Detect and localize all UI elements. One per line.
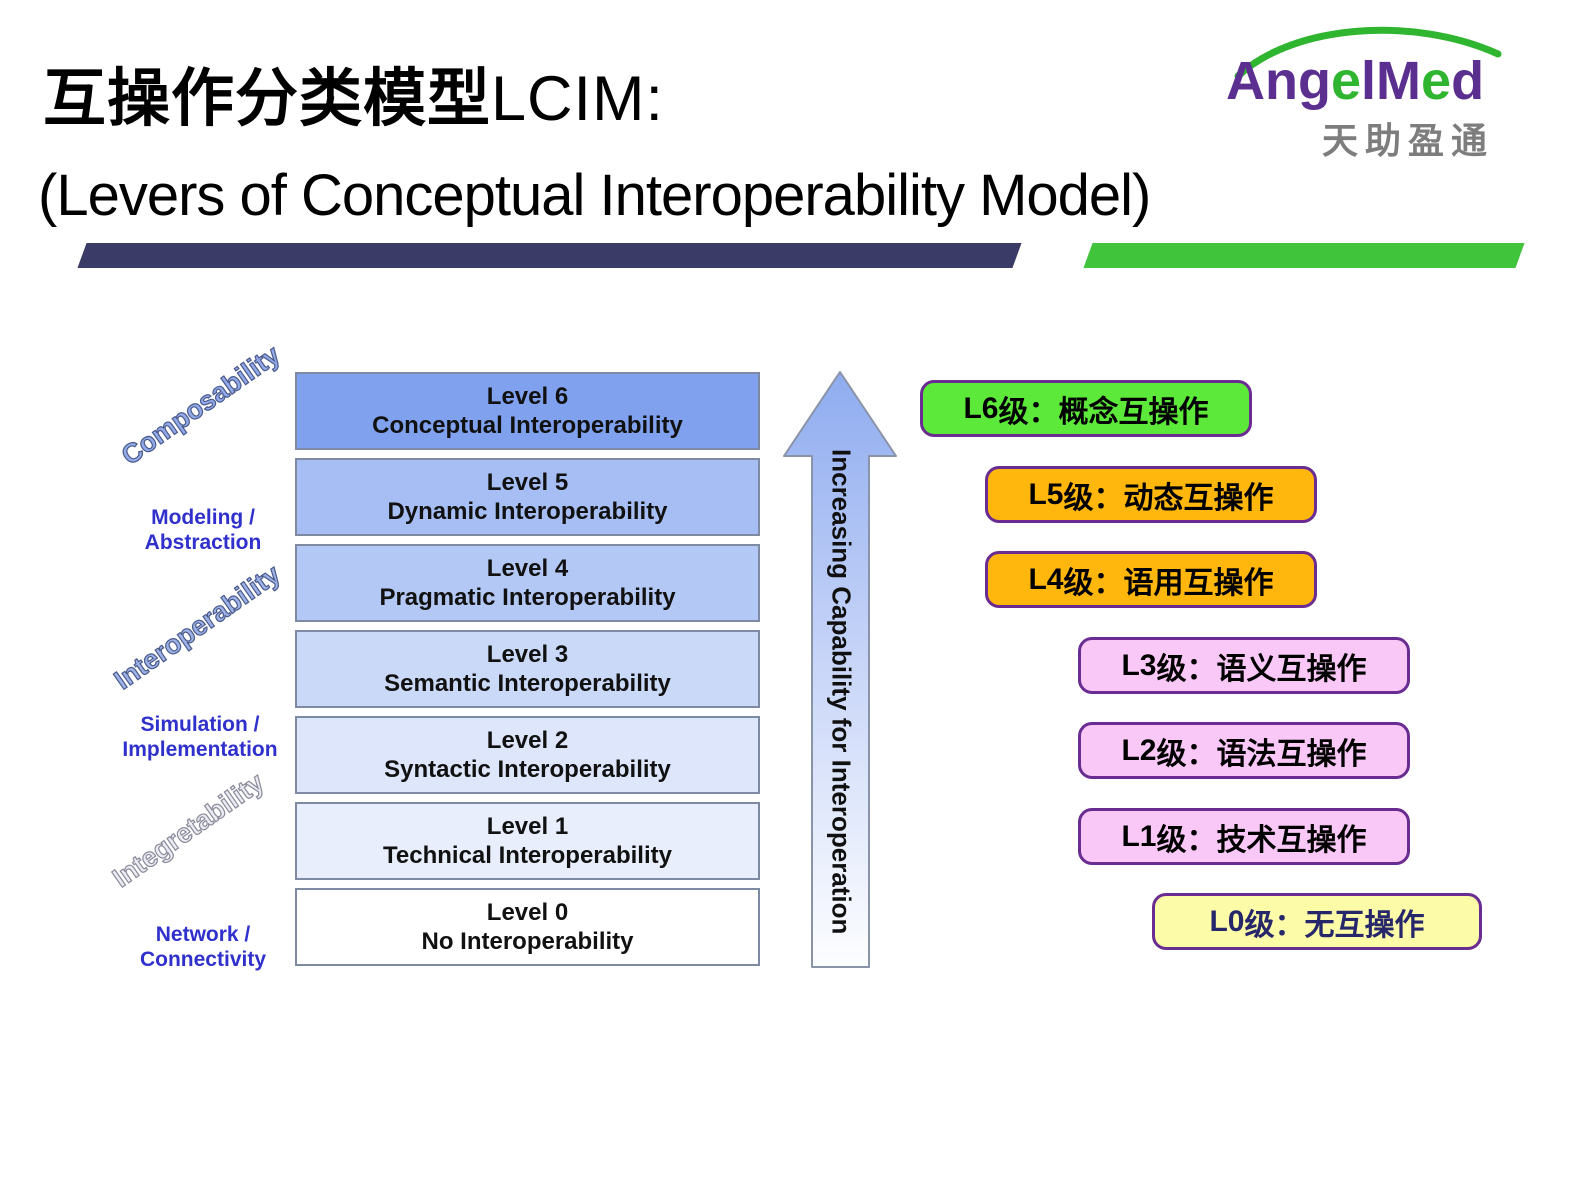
tag-text: 级：动态互操作 (1063, 481, 1274, 515)
label-line: Network / (155, 923, 251, 946)
logo-part-e-icon: e (1330, 51, 1362, 111)
tag-text: 级：语用互操作 (1063, 566, 1274, 600)
label-simulation-implementation: Simulation / Implementation (95, 712, 305, 762)
logo-part: lM (1361, 51, 1422, 111)
level-box-1: Level 1 Technical Interoperability (295, 802, 760, 880)
label-modeling-abstraction: Modeling / Abstraction (98, 505, 308, 555)
tag-text: 级：概念互操作 (998, 395, 1209, 429)
logo-part: Ang (1226, 51, 1331, 111)
label-line: Modeling / (151, 506, 255, 529)
divider-bar-navy (77, 243, 1022, 268)
logo-wordmark: AngelMed (1226, 50, 1484, 112)
tag-level: L1 (1121, 819, 1157, 853)
tag-level: L2 (1121, 733, 1157, 767)
label-line: Simulation / (140, 713, 260, 736)
tag-level: L3 (1121, 648, 1157, 682)
level-subtitle: No Interoperability (421, 928, 634, 955)
level-subtitle: Pragmatic Interoperability (379, 584, 676, 611)
tag-text: 级：无互操作 (1244, 908, 1425, 942)
level-title: Level 1 (486, 813, 569, 840)
angelmed-logo: AngelMed 天助盈通 (1222, 16, 1522, 161)
tag-level: L0 (1209, 904, 1245, 938)
level-title: Level 2 (486, 727, 569, 754)
page-subtitle: (Levers of Conceptual Interoperability M… (38, 163, 1151, 228)
level-title: Level 5 (486, 469, 569, 496)
label-line: Connectivity (139, 948, 267, 971)
level-title: Level 3 (486, 641, 569, 668)
tag-text: 级：技术互操作 (1156, 823, 1367, 857)
tag-level: L6 (963, 391, 999, 425)
tag-level: L4 (1028, 562, 1064, 596)
level-box-0: Level 0 No Interoperability (295, 888, 760, 966)
tag-text: 级：语法互操作 (1156, 737, 1367, 771)
level-box-5: Level 5 Dynamic Interoperability (295, 458, 760, 536)
level-box-3: Level 3 Semantic Interoperability (295, 630, 760, 708)
level-subtitle: Dynamic Interoperability (387, 498, 668, 525)
logo-part: d (1451, 51, 1485, 111)
page-title-zh: 互操作分类模型 (43, 64, 491, 134)
logo-chinese-name: 天助盈通 (1322, 120, 1495, 161)
tag-level: L5 (1028, 477, 1064, 511)
level-box-6: Level 6 Conceptual Interoperability (295, 372, 760, 450)
label-interoperability: Interoperability (108, 558, 286, 696)
level-title: Level 6 (486, 383, 569, 410)
arrow-label: Increasing Capability for Interoperation (826, 448, 857, 935)
level-title: Level 4 (486, 555, 569, 582)
logo-arc-icon (1234, 26, 1502, 80)
level-subtitle: Conceptual Interoperability (372, 412, 683, 439)
logo-part-e-icon: e (1421, 51, 1452, 111)
label-line: Implementation (122, 738, 278, 761)
page-title: 互操作分类模型LCIM: (43, 48, 664, 139)
label-line: Abstraction (144, 531, 262, 554)
label-network-connectivity: Network / Connectivity (98, 922, 308, 972)
label-composability: Composability (115, 339, 286, 471)
level-title: Level 0 (486, 899, 569, 926)
level-subtitle: Syntactic Interoperability (384, 756, 671, 783)
level-subtitle: Semantic Interoperability (384, 670, 671, 697)
tag-text: 级：语义互操作 (1156, 652, 1367, 686)
divider-bar-green (1083, 243, 1525, 268)
label-integretability: Integretability (107, 766, 270, 894)
level-box-2: Level 2 Syntactic Interoperability (295, 716, 760, 794)
increasing-capability-arrow-icon (783, 371, 897, 968)
level-subtitle: Technical Interoperability (383, 842, 672, 869)
level-box-4: Level 4 Pragmatic Interoperability (295, 544, 760, 622)
page-title-latin: LCIM: (491, 64, 665, 134)
